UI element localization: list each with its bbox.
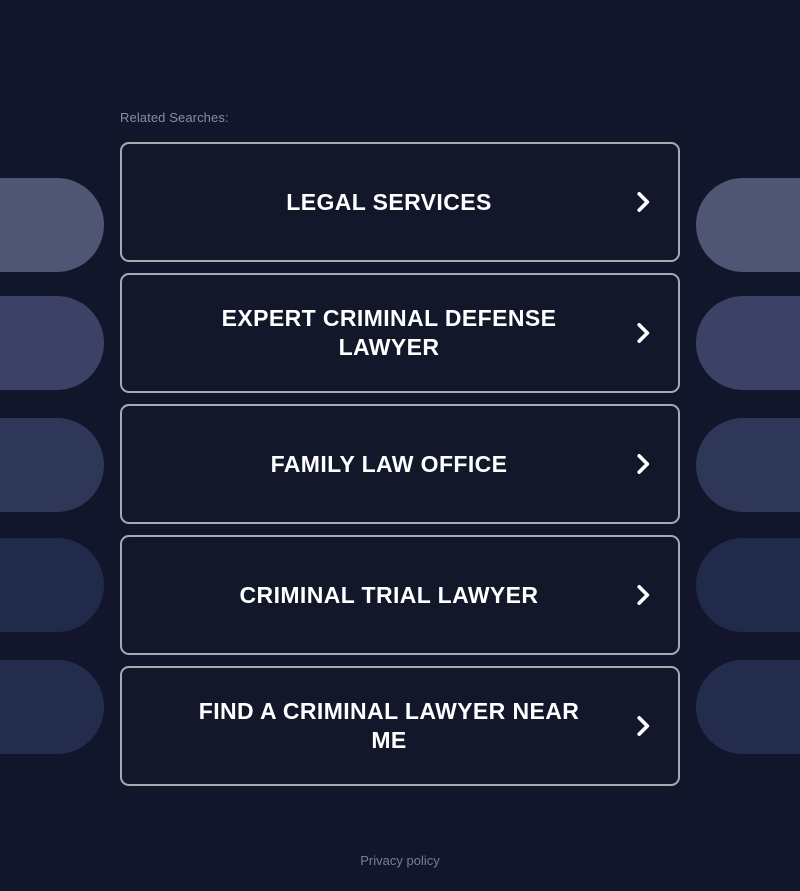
related-search-label: EXPERT CRIMINAL DEFENSE LAWYER [221, 305, 557, 360]
chevron-right-icon [637, 192, 650, 212]
chevron-right-icon [637, 585, 650, 605]
related-search-button[interactable]: FIND A CRIMINAL LAWYER NEAR ME [120, 666, 680, 786]
related-searches-label: Related Searches: [120, 110, 229, 125]
chevron-right-icon [637, 716, 650, 736]
related-search-button[interactable]: FAMILY LAW OFFICE [120, 404, 680, 524]
related-search-button[interactable]: LEGAL SERVICES [120, 142, 680, 262]
chevron-right-icon [637, 323, 650, 343]
chevron-right-icon [637, 454, 650, 474]
related-search-label: CRIMINAL TRIAL LAWYER [239, 581, 539, 608]
related-search-button[interactable]: CRIMINAL TRIAL LAWYER [120, 535, 680, 655]
related-search-label: FIND A CRIMINAL LAWYER NEAR ME [198, 698, 580, 753]
related-search-label: FAMILY LAW OFFICE [270, 450, 508, 477]
footer: Privacy policy [0, 852, 800, 870]
privacy-policy-link[interactable]: Privacy policy [360, 853, 440, 868]
related-searches-list: LEGAL SERVICES EXPERT CRIMINAL DEFENSE LA… [120, 142, 680, 786]
related-search-button[interactable]: EXPERT CRIMINAL DEFENSE LAWYER [120, 273, 680, 393]
related-search-label: LEGAL SERVICES [286, 188, 492, 215]
